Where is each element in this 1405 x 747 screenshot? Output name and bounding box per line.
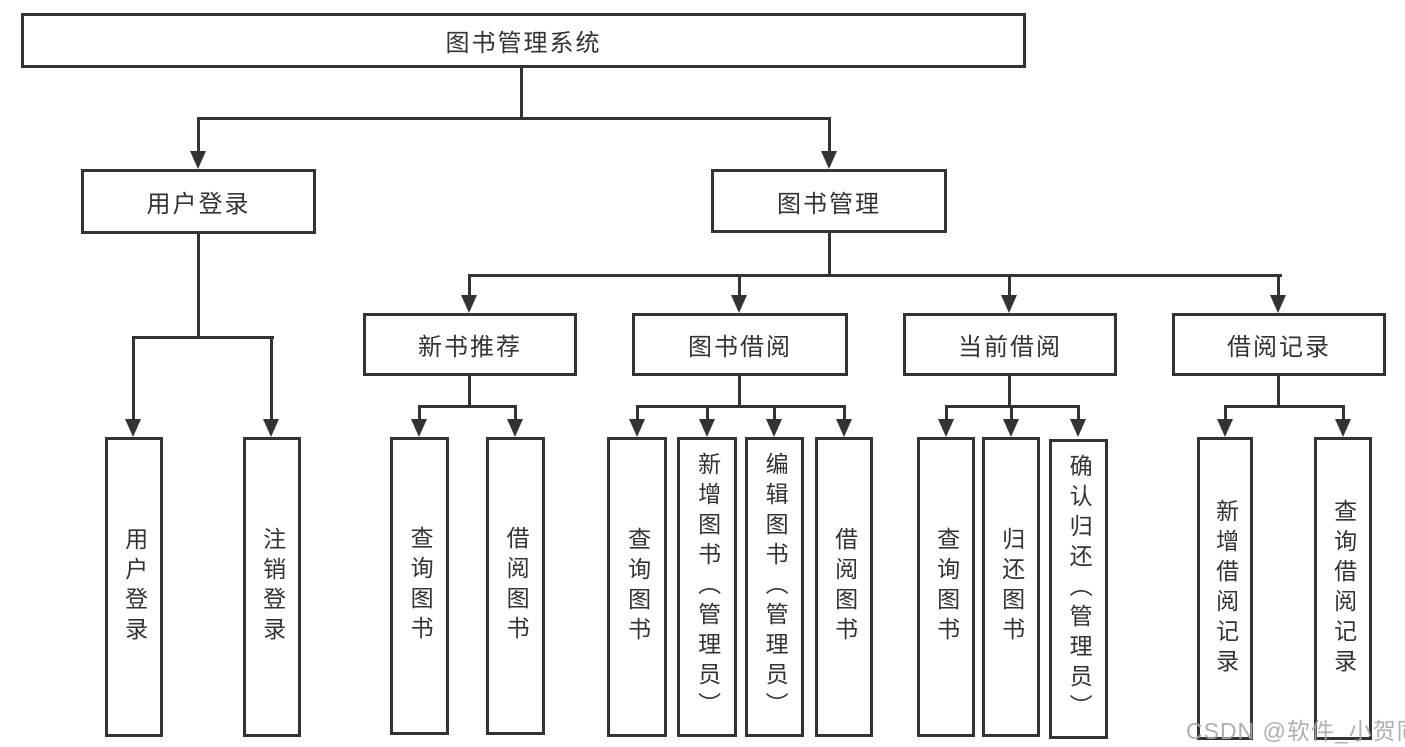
node-return-books: 归还图书 bbox=[982, 437, 1040, 737]
node-label: 图书借阅 bbox=[688, 334, 792, 361]
node-query-books-recommend: 查询图书 bbox=[390, 437, 449, 735]
node-confirm-return-admin: 确认归还（管理员） bbox=[1049, 439, 1108, 739]
node-label: 图书管理系统 bbox=[445, 30, 602, 57]
arrowhead-down-icon bbox=[1070, 419, 1086, 437]
connector-vline bbox=[197, 117, 200, 153]
node-edit-book-admin: 编辑图书（管理员） bbox=[745, 437, 804, 737]
node-query-borrow-record: 查询借阅记录 bbox=[1314, 437, 1372, 740]
connector-vline bbox=[197, 234, 200, 336]
node-label: 新增借阅记录 bbox=[1212, 498, 1239, 679]
connector-hline bbox=[636, 405, 845, 408]
node-label: 查询图书 bbox=[624, 527, 651, 647]
node-borrow-books-recommend: 借阅图书 bbox=[486, 437, 545, 735]
connector-vline bbox=[1277, 376, 1280, 405]
arrowhead-down-icon bbox=[190, 151, 206, 169]
node-label: 借阅图书 bbox=[503, 526, 530, 646]
node-label: 查询借阅记录 bbox=[1330, 498, 1357, 679]
arrowhead-down-icon bbox=[507, 419, 523, 437]
connector-vline bbox=[514, 405, 517, 421]
node-label: 新书推荐 bbox=[418, 334, 522, 361]
node-add-book-admin: 新增图书（管理员） bbox=[677, 437, 737, 737]
node-user-login: 用户登录 bbox=[81, 169, 316, 234]
node-label: 查询图书 bbox=[407, 526, 434, 646]
node-borrowing-records: 借阅记录 bbox=[1172, 313, 1386, 376]
connector-vline bbox=[468, 376, 471, 405]
node-borrow-books-leaf: 借阅图书 bbox=[815, 437, 873, 737]
connector-vline bbox=[520, 68, 523, 117]
connector-vline bbox=[1342, 405, 1345, 421]
node-label: 借阅图书 bbox=[831, 527, 858, 647]
connector-vline bbox=[843, 405, 846, 421]
arrowhead-down-icon bbox=[1217, 419, 1233, 437]
arrowhead-down-icon bbox=[1270, 295, 1286, 313]
node-label: 归还图书 bbox=[998, 527, 1025, 647]
node-logout-login: 注销登录 bbox=[243, 437, 301, 737]
arrowhead-down-icon bbox=[125, 419, 141, 437]
node-library-management-system: 图书管理系统 bbox=[21, 13, 1026, 68]
arrowhead-down-icon bbox=[1335, 419, 1351, 437]
node-label: 图书管理 bbox=[777, 190, 881, 218]
connector-vline bbox=[1010, 405, 1013, 421]
node-book-borrowing: 图书借阅 bbox=[632, 313, 848, 376]
node-book-management: 图书管理 bbox=[711, 169, 947, 233]
arrowhead-down-icon bbox=[836, 419, 852, 437]
node-current-borrowing: 当前借阅 bbox=[903, 313, 1117, 376]
connector-vline bbox=[636, 405, 639, 421]
connector-vline bbox=[1008, 274, 1011, 297]
connector-vline bbox=[738, 376, 741, 405]
node-query-books-borrow: 查询图书 bbox=[607, 437, 667, 737]
node-label: 注销登录 bbox=[259, 527, 286, 647]
connector-vline bbox=[945, 405, 948, 421]
arrowhead-down-icon bbox=[1001, 295, 1017, 313]
connector-vline bbox=[132, 336, 135, 421]
connector-vline bbox=[773, 405, 776, 421]
connector-vline bbox=[828, 117, 831, 153]
connector-hline bbox=[133, 336, 274, 339]
node-add-borrow-record: 新增借阅记录 bbox=[1197, 437, 1253, 740]
connector-vline bbox=[270, 336, 273, 421]
arrowhead-down-icon bbox=[821, 151, 837, 169]
node-label: 用户登录 bbox=[121, 527, 148, 647]
connector-vline bbox=[706, 405, 709, 421]
connector-vline bbox=[468, 274, 471, 297]
csdn-watermark: CSDN @软件_小贺同学 bbox=[1186, 718, 1405, 744]
connector-hline bbox=[418, 405, 517, 408]
arrowhead-down-icon bbox=[411, 419, 427, 437]
connector-hline bbox=[469, 274, 1282, 277]
node-label: 借阅记录 bbox=[1227, 334, 1331, 361]
connector-vline bbox=[1277, 274, 1280, 297]
connector-vline bbox=[828, 233, 831, 274]
arrowhead-down-icon bbox=[461, 295, 477, 313]
arrowhead-down-icon bbox=[938, 419, 954, 437]
node-label: 当前借阅 bbox=[958, 334, 1062, 361]
node-label: 编辑图书（管理员） bbox=[762, 452, 789, 722]
node-label: 用户登录 bbox=[146, 191, 251, 218]
connector-vline bbox=[738, 274, 741, 297]
node-label: 新增图书（管理员） bbox=[694, 452, 721, 722]
connector-vline bbox=[1224, 405, 1227, 421]
node-label: 查询图书 bbox=[933, 527, 960, 647]
arrowhead-down-icon bbox=[766, 419, 782, 437]
arrowhead-down-icon bbox=[1003, 419, 1019, 437]
node-label: 确认归还（管理员） bbox=[1066, 454, 1093, 724]
connector-hline bbox=[1224, 405, 1344, 408]
arrowhead-down-icon bbox=[699, 419, 715, 437]
connector-vline bbox=[418, 405, 421, 421]
connector-vline bbox=[1077, 405, 1080, 421]
connector-hline bbox=[198, 117, 831, 120]
arrowhead-down-icon bbox=[731, 295, 747, 313]
node-query-books-current: 查询图书 bbox=[917, 437, 975, 737]
arrowhead-down-icon bbox=[629, 419, 645, 437]
node-user-login-leaf: 用户登录 bbox=[105, 437, 163, 737]
connector-vline bbox=[1008, 376, 1011, 405]
node-new-book-recommendation: 新书推荐 bbox=[363, 313, 577, 376]
arrowhead-down-icon bbox=[263, 419, 279, 437]
